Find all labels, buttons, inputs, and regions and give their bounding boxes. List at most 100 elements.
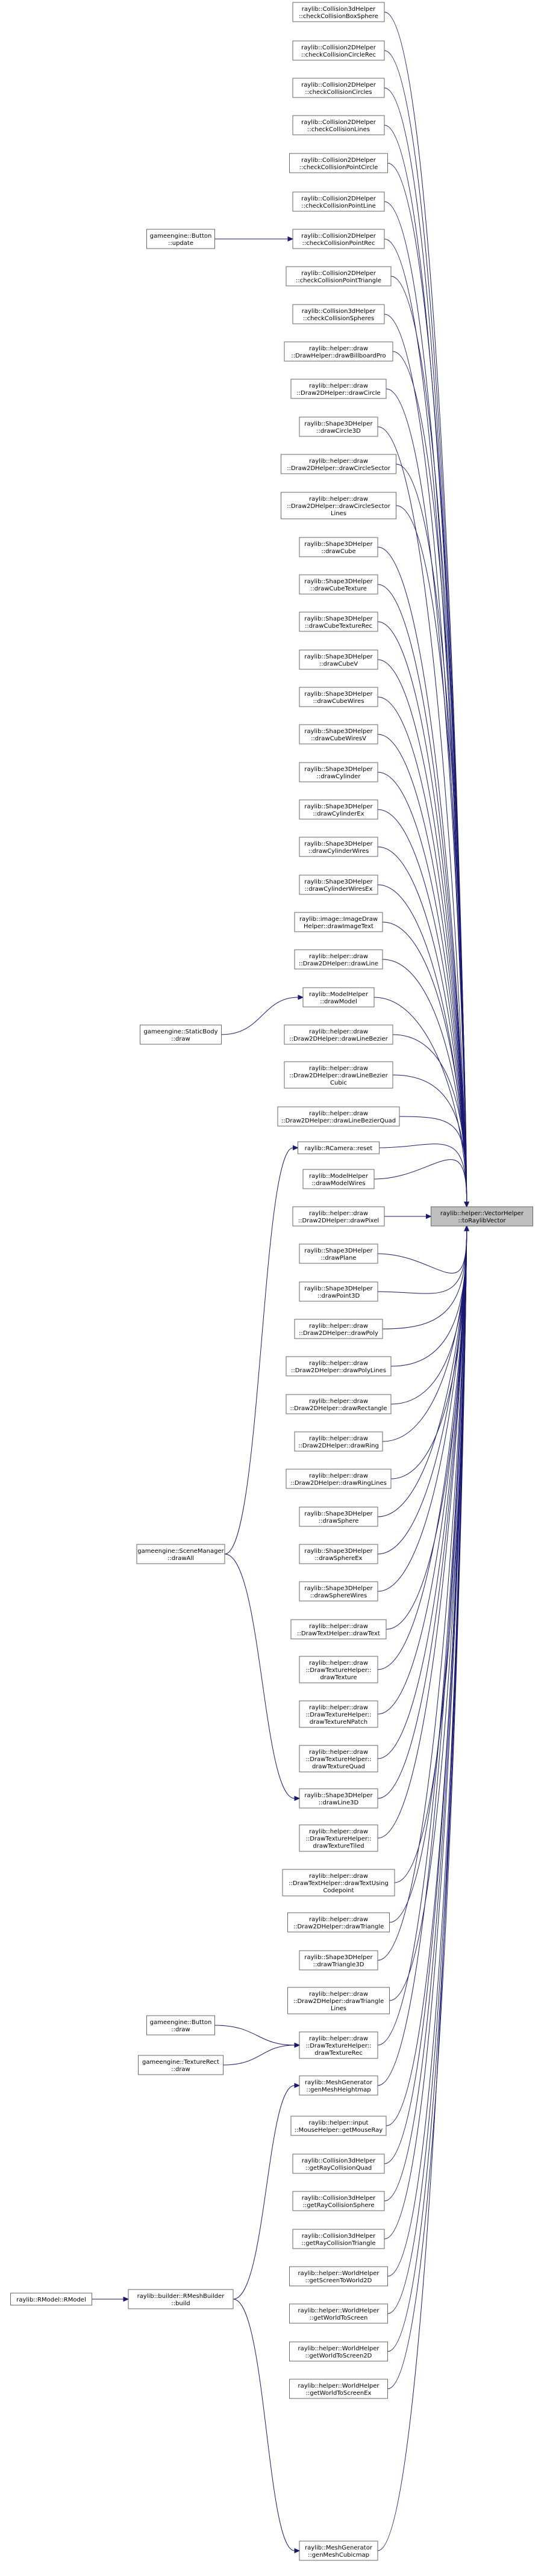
function-node[interactable]: raylib::Collision2DHelper::checkCollisio… (289, 153, 388, 173)
caller-node-box (146, 229, 215, 249)
function-node[interactable]: raylib::helper::draw::Draw2DHelper::draw… (284, 1061, 393, 1089)
function-node[interactable]: raylib::Collision3dHelper::getRayCollisi… (292, 2153, 385, 2174)
function-node-label: raylib::Shape3DHelper (304, 841, 373, 847)
function-node[interactable]: raylib::helper::draw::Draw2DHelper::draw… (294, 949, 383, 970)
function-node[interactable]: raylib::helper::draw::Draw2DHelper::draw… (294, 1431, 383, 1452)
function-node[interactable]: raylib::Collision2DHelper::checkCollisio… (292, 78, 385, 98)
function-node[interactable]: raylib::helper::draw::DrawHelper::drawBi… (284, 341, 393, 362)
caller-node-label: gameengine::TextureRect (142, 2059, 219, 2066)
function-node[interactable]: raylib::helper::draw::DrawTextureHelper:… (299, 1745, 378, 1773)
function-node[interactable]: raylib::Shape3DHelper::drawCylinderWires… (299, 875, 378, 895)
function-node[interactable]: raylib::Collision2DHelper::checkCollisio… (286, 266, 392, 286)
function-node-label: ::drawTriangle3D (313, 1961, 364, 1968)
function-node[interactable]: raylib::Collision3dHelper::checkCollisio… (292, 304, 385, 324)
function-node[interactable]: raylib::helper::draw::Draw2DHelper::draw… (286, 1469, 392, 1489)
function-node-label: ::drawCylinderWiresEx (305, 886, 373, 893)
function-node[interactable]: raylib::Collision2DHelper::checkCollisio… (292, 229, 385, 249)
function-node[interactable]: raylib::helper::WorldHelper::getScreenTo… (289, 2266, 388, 2287)
function-node[interactable]: raylib::image::ImageDrawHelper::drawImag… (294, 912, 383, 932)
function-node[interactable]: raylib::helper::draw::DrawTextureHelper:… (299, 2031, 378, 2059)
edge-caller-arrowhead (123, 2296, 130, 2302)
edge-to-target (390, 1230, 467, 1479)
function-node[interactable]: raylib::Shape3DHelper::drawCubeWires (299, 687, 378, 707)
function-node[interactable]: raylib::MeshGenerator::genMeshCubicmap (299, 2540, 378, 2561)
caller-node[interactable]: gameengine::Button::update (146, 229, 215, 249)
function-node-label: ::Draw2DHelper::drawCircle (296, 390, 380, 397)
function-node-label: raylib::helper::draw (309, 1660, 368, 1667)
function-node-label: drawTextureRec (314, 2050, 363, 2057)
function-node[interactable]: raylib::helper::WorldHelper::getWorldToS… (289, 2341, 388, 2362)
function-node-label: raylib::helper::draw (309, 1435, 368, 1442)
function-node-label: drawTexture (320, 1674, 357, 1681)
function-node[interactable]: raylib::Shape3DHelper::drawPlane (299, 1243, 378, 1264)
function-node[interactable]: raylib::Shape3DHelper::drawCylinder (299, 762, 378, 782)
function-node-label: raylib::image::ImageDraw (299, 916, 378, 923)
function-node[interactable]: raylib::Shape3DHelper::drawSphereEx (299, 1544, 378, 1564)
function-node[interactable]: raylib::helper::draw::Draw2DHelper::draw… (281, 454, 396, 474)
function-node[interactable]: raylib::helper::draw::Draw2DHelper::draw… (277, 1106, 400, 1127)
function-node[interactable]: raylib::Shape3DHelper::drawPoint3D (299, 1281, 378, 1302)
function-node-label: raylib::helper::draw (309, 1398, 368, 1405)
function-node[interactable]: raylib::Shape3DHelper::drawCylinderWires (299, 837, 378, 857)
function-node[interactable]: raylib::Collision3dHelper::checkCollisio… (292, 2, 385, 22)
function-node[interactable]: raylib::Collision2DHelper::checkCollisio… (292, 191, 385, 212)
function-node[interactable]: raylib::helper::draw::Draw2DHelper::draw… (294, 1319, 383, 1339)
function-node[interactable]: raylib::helper::draw::Draw2DHelper::draw… (286, 1356, 392, 1376)
function-node[interactable]: raylib::RCamera::reset (298, 1141, 380, 1154)
function-node[interactable]: raylib::helper::draw::Draw2DHelper::draw… (292, 1206, 385, 1227)
target-node-toRaylibVector[interactable]: raylib::helper::VectorHelper::toRaylibVe… (431, 1206, 533, 1227)
function-node-label: raylib::Collision2DHelper (301, 119, 377, 126)
caller-node[interactable]: gameengine::Button::draw (146, 2015, 215, 2036)
function-node[interactable]: raylib::Collision2DHelper::checkCollisio… (292, 115, 385, 135)
edge-caller (221, 997, 299, 1035)
function-node[interactable]: raylib::MeshGenerator::genMeshHeightmap (299, 2075, 378, 2096)
function-node[interactable]: raylib::helper::draw::DrawTextureHelper:… (299, 1656, 378, 1683)
function-node[interactable]: raylib::helper::draw::Draw2DHelper::draw… (281, 492, 396, 519)
caller-node[interactable]: raylib::builder::RMeshBuilder::build (128, 2289, 234, 2309)
function-node[interactable]: raylib::helper::input::MouseHelper::getM… (290, 2116, 387, 2136)
function-node[interactable]: raylib::helper::draw::DrawTextureHelper:… (299, 1700, 378, 1728)
function-node[interactable]: raylib::helper::draw::Draw2DHelper::draw… (287, 1987, 390, 2014)
function-node[interactable]: raylib::Collision3dHelper::getRayCollisi… (292, 2229, 385, 2249)
caller-node[interactable]: gameengine::StaticBody::draw (140, 1024, 222, 1045)
function-node[interactable]: raylib::ModelHelper::drawModelWires (302, 1169, 375, 1189)
edge-to-target (382, 1230, 467, 1330)
caller-node-label: gameengine::Button (150, 233, 212, 240)
function-node[interactable]: raylib::Shape3DHelper::drawSphere (299, 1506, 378, 1527)
caller-node[interactable]: raylib::RModel::RModel (10, 2293, 92, 2306)
edge-to-target (384, 11, 467, 1203)
function-node[interactable]: raylib::helper::draw::Draw2DHelper::draw… (286, 1394, 392, 1414)
function-node[interactable]: raylib::Collision3dHelper::getRayCollisi… (292, 2191, 385, 2211)
function-node[interactable]: raylib::Shape3DHelper::drawCylinderEx (299, 799, 378, 820)
function-node-label: ::Draw2DHelper::drawPolyLines (291, 1367, 386, 1374)
function-node[interactable]: raylib::helper::draw::DrawTextureHelper:… (299, 1824, 378, 1852)
function-node[interactable]: raylib::Shape3DHelper::drawLine3D (299, 1788, 378, 1809)
function-node[interactable]: raylib::Shape3DHelper::drawCubeTexture (299, 574, 378, 595)
function-node[interactable]: raylib::Shape3DHelper::drawSphereWires (299, 1581, 378, 1602)
function-node-box (286, 1469, 392, 1489)
function-node-box (286, 1394, 392, 1414)
function-node[interactable]: raylib::Shape3DHelper::drawCube (299, 537, 378, 557)
function-node[interactable]: raylib::helper::draw::DrawTextHelper::dr… (282, 1869, 395, 1896)
function-node[interactable]: raylib::ModelHelper::drawModel (302, 987, 375, 1008)
function-node-label: drawTextureQuad (312, 1763, 365, 1770)
caller-node[interactable]: gameengine::SceneManager::drawAll (136, 1544, 225, 1564)
function-node-label: ::checkCollisionCircleRec (301, 52, 376, 58)
function-node[interactable]: raylib::Shape3DHelper::drawCubeWiresV (299, 724, 378, 745)
function-node[interactable]: raylib::helper::WorldHelper::getWorldToS… (289, 2379, 388, 2399)
function-node[interactable]: raylib::Shape3DHelper::drawCubeTextureRe… (299, 611, 378, 632)
function-node-label: ::checkCollisionPointRec (302, 240, 375, 247)
function-node[interactable]: raylib::helper::WorldHelper::getWorldToS… (289, 2303, 388, 2324)
function-node-label: raylib::Shape3DHelper (304, 803, 373, 810)
function-node[interactable]: raylib::Collision2DHelper::checkCollisio… (292, 40, 385, 61)
function-node[interactable]: raylib::Shape3DHelper::drawTriangle3D (299, 1950, 378, 1971)
function-node[interactable]: raylib::helper::draw::Draw2DHelper::draw… (284, 1024, 393, 1045)
function-node-label: Codepoint (323, 1887, 354, 1894)
function-node-box (299, 1745, 378, 1773)
function-node[interactable]: raylib::helper::draw::Draw2DHelper::draw… (290, 379, 387, 399)
function-node[interactable]: raylib::Shape3DHelper::drawCubeV (299, 649, 378, 670)
caller-node[interactable]: gameengine::TextureRect::draw (138, 2055, 223, 2075)
function-node[interactable]: raylib::helper::draw::Draw2DHelper::draw… (287, 1912, 390, 1933)
function-node[interactable]: raylib::Shape3DHelper::drawCircle3D (299, 416, 378, 437)
function-node[interactable]: raylib::helper::draw::DrawTextHelper::dr… (290, 1619, 387, 1639)
